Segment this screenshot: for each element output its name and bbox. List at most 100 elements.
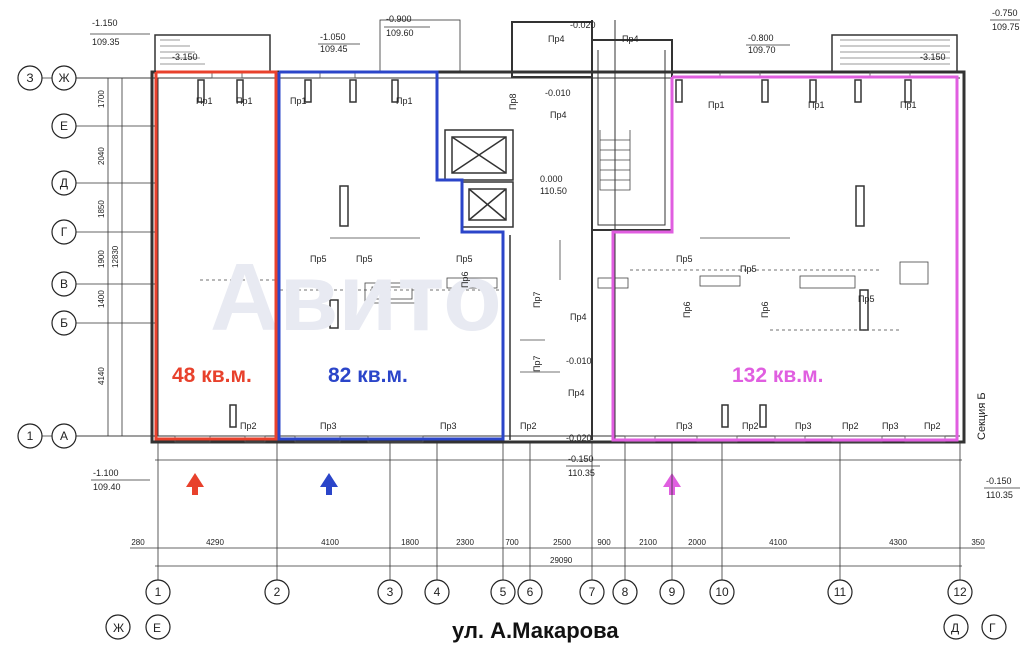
axis-bubble-label: 7	[589, 585, 596, 599]
level-leaders	[90, 19, 1020, 489]
opening-label: Пр1	[396, 96, 412, 106]
axis-bubble-circle	[51, 170, 77, 196]
room-area-82: 82 кв.м.	[328, 364, 408, 387]
opening-label: Пр3	[676, 421, 692, 431]
axis-bubble-circle	[51, 219, 77, 245]
axis-bubble: Ж	[113, 621, 124, 635]
axis-bubble-circle	[709, 579, 735, 605]
parapet-hatch	[160, 39, 950, 65]
axis-bubble-label: Е	[60, 119, 68, 133]
opening-label: Пр5	[356, 254, 372, 264]
axis-bubble-circle	[659, 579, 685, 605]
room-outlines	[154, 70, 959, 442]
axis-bubble-label: 6	[527, 585, 534, 599]
bottom-dimension-lines	[130, 459, 985, 567]
elevator-shafts	[444, 129, 514, 228]
opening-label: Пр1	[808, 100, 824, 110]
opening-label: Пр6	[460, 272, 470, 288]
total-dim: 29090	[550, 556, 573, 565]
axis-bubble-label: З	[26, 71, 33, 85]
columns	[197, 79, 912, 428]
level-marks: -1.150 109.35 -1.050 109.45 -0.900 109.6…	[92, 8, 1020, 500]
opening-label: Пр1	[290, 96, 306, 106]
level-top: -1.100	[93, 468, 119, 478]
axis-bubble-label: А	[60, 429, 68, 443]
small-level-mark: -3.150	[920, 52, 946, 62]
dim: 700	[505, 538, 519, 547]
opening-label: Пр2	[742, 421, 758, 431]
axis-bubble-circle	[145, 579, 171, 605]
opening-label: Пр3	[882, 421, 898, 431]
dim: 280	[131, 538, 145, 547]
opening-label: Пр1	[900, 100, 916, 110]
axis-bubble-circle	[51, 113, 77, 139]
small-level-mark: -0.020	[566, 433, 592, 443]
axis-bubble-circle	[51, 423, 77, 449]
axis-bubble-circle	[579, 579, 605, 605]
section-label: Секция Б	[976, 392, 988, 440]
opening-label: Пр4	[570, 312, 586, 322]
opening-labels: Пр1 Пр1 Пр1 Пр1 Пр1 Пр1 Пр1 Пр2 Пр2 Пр2 …	[196, 34, 940, 431]
opening-label: Пр2	[924, 421, 940, 431]
dim: 4140	[97, 367, 106, 385]
axis-bubble-label: 4	[434, 585, 441, 599]
street-name: ул. А.Макарова	[452, 618, 619, 643]
level-bottom: 110.35	[568, 468, 595, 478]
axis-bubble-label: 5	[500, 585, 507, 599]
axis-bubble-circle	[490, 579, 516, 605]
level-bottom: 109.45	[320, 44, 348, 54]
axis-bubble-circle	[947, 579, 973, 605]
room-area-labels: 48 кв.м. 82 кв.м. 132 кв.м.	[172, 364, 824, 387]
axis-bubble-circle	[51, 65, 77, 91]
level-top: -0.150	[568, 454, 594, 464]
opening-label: Пр5	[676, 254, 692, 264]
dim: 4100	[321, 538, 339, 547]
interior-details	[200, 237, 929, 373]
dim: 1700	[97, 90, 106, 108]
dim: 4300	[889, 538, 907, 547]
level-top: -0.750	[992, 8, 1018, 18]
axis-bubble-circle	[827, 579, 853, 605]
axis-bubble-circle	[17, 65, 43, 91]
left-dims: 1700 2040 1850 1900 1400 4140 12830	[97, 90, 120, 385]
axis-bubble-label: 11	[834, 585, 847, 599]
entrance-arrows	[186, 473, 681, 495]
watermark: Авито	[210, 244, 502, 351]
level-top: -0.150	[986, 476, 1012, 486]
axis-bubble-circle	[264, 579, 290, 605]
opening-label: Пр3	[795, 421, 811, 431]
opening-label: Пр1	[708, 100, 724, 110]
axis-bubble-label: 3	[387, 585, 394, 599]
axis-bubble-label: 9	[669, 585, 676, 599]
axis-bubble-label: Д	[60, 176, 68, 190]
axis-bubble-label: В	[60, 277, 68, 291]
axis-bubble-label: 1	[27, 429, 34, 443]
room-area-48: 48 кв.м.	[172, 364, 252, 387]
opening-label: Пр7	[532, 356, 542, 372]
axis-bubble-circle	[424, 579, 450, 605]
dim: 2500	[553, 538, 571, 547]
axis-bubble-label: 12	[953, 585, 967, 599]
dim: 2300	[456, 538, 474, 547]
opening-label: Пр5	[456, 254, 472, 264]
dim: 2100	[639, 538, 657, 547]
opening-label: Пр6	[682, 302, 692, 318]
room-area-132: 132 кв.м.	[732, 364, 824, 387]
opening-label: Пр1	[196, 96, 212, 106]
level-bottom: 109.40	[93, 482, 121, 492]
opening-label: Пр4	[548, 34, 564, 44]
level-bottom: 109.60	[386, 28, 414, 38]
level-top: -1.050	[320, 32, 346, 42]
axis-bubble: Д	[951, 621, 959, 635]
axis-bubble: Е	[153, 621, 161, 635]
opening-label: Пр5	[740, 264, 756, 274]
corner-axes-left: Ж Е	[105, 614, 171, 640]
level-bottom: 109.75	[992, 22, 1020, 32]
axis-bubble-circle	[612, 579, 638, 605]
axis-bubble-label: Ж	[58, 71, 69, 85]
level-bottom: 110.35	[986, 490, 1013, 500]
